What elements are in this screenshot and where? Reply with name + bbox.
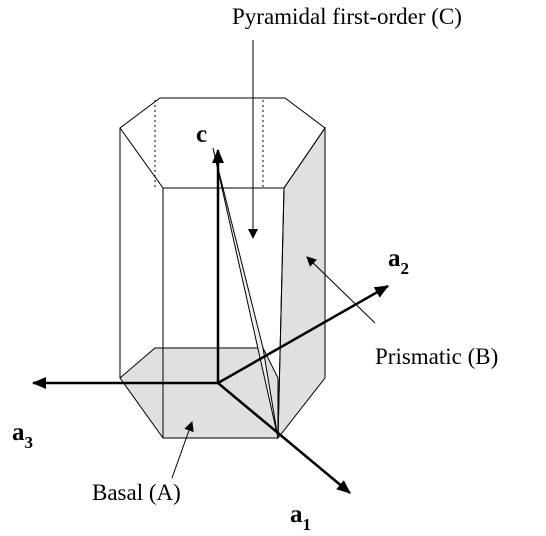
axis-a2 <box>217 284 389 385</box>
prismatic-label: Prismatic (B) <box>375 344 498 369</box>
basal-label: Basal (A) <box>92 480 181 505</box>
pyramidal-plane <box>212 147 279 439</box>
hexagonal-prism <box>119 97 326 439</box>
axes <box>32 149 389 494</box>
leader-lines <box>171 40 376 479</box>
axis-c-label: c <box>196 121 207 148</box>
prismatic-leader <box>306 256 376 324</box>
axis-a3-label: a3 <box>12 419 33 452</box>
prismatic-plane <box>277 126 326 440</box>
pyramidal-label: Pyramidal first-order (C) <box>232 4 462 29</box>
axis-a2-label: a2 <box>388 245 409 278</box>
axis-a1-label: a1 <box>290 501 311 534</box>
axis-a1 <box>217 382 351 494</box>
basal-leader <box>171 421 194 479</box>
